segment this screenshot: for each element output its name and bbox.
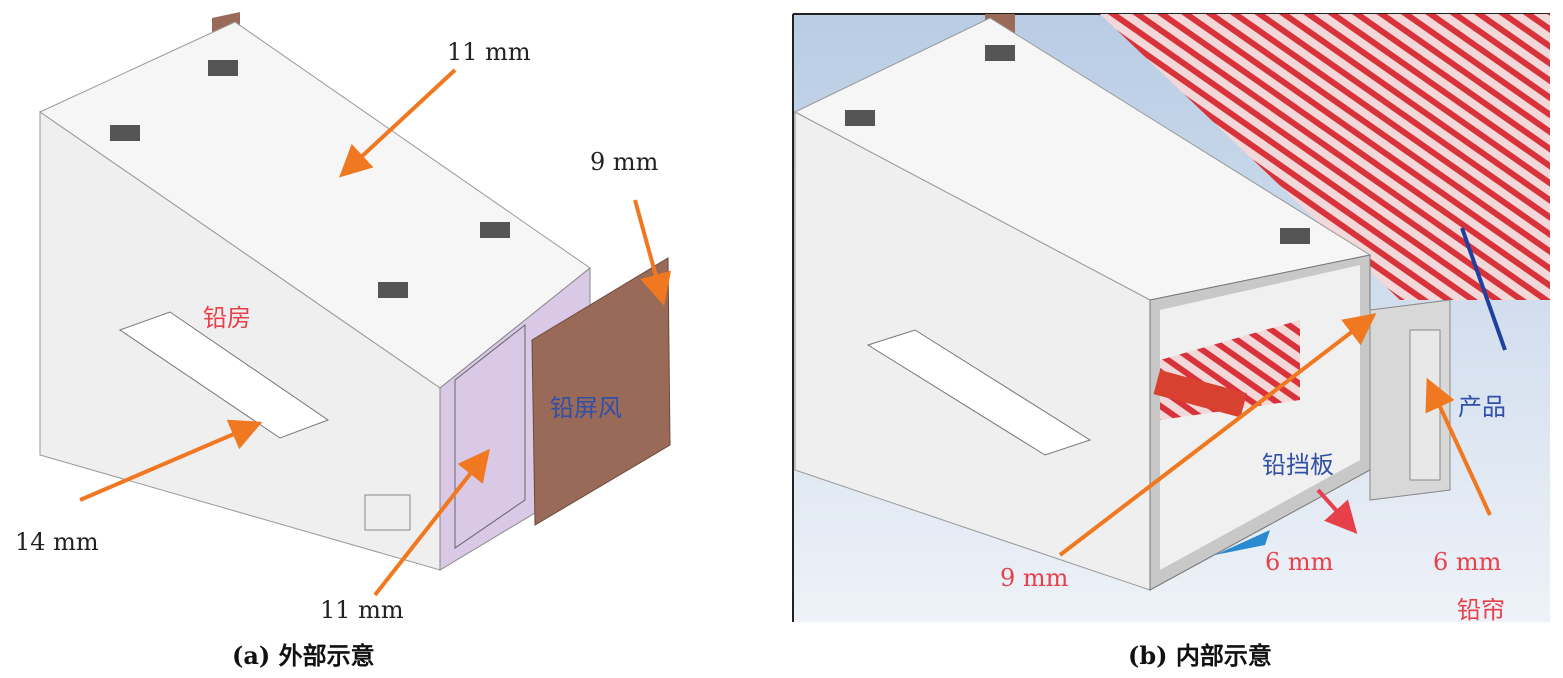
label-baffle-thickness: 6 mm bbox=[1265, 548, 1334, 576]
panel-b-interior bbox=[792, 13, 1550, 622]
label-screen-thickness: 9 mm bbox=[590, 148, 659, 176]
caption-a: (a) 外部示意 bbox=[232, 641, 375, 670]
label-product: 产品 bbox=[1458, 393, 1506, 421]
label-curtain-thickness: 6 mm bbox=[1433, 548, 1502, 576]
label-door-thickness: 11 mm bbox=[320, 596, 404, 624]
label-lead-screen: 铅屏风 bbox=[550, 394, 622, 422]
label-side-thickness: 14 mm bbox=[15, 528, 99, 556]
label-lead-curtain: 铅帘 bbox=[1457, 596, 1505, 624]
label-top-thickness: 11 mm bbox=[447, 38, 531, 66]
label-lead-room: 铅房 bbox=[203, 304, 251, 332]
label-wall-thickness: 9 mm bbox=[1000, 564, 1069, 592]
caption-b: (b) 内部示意 bbox=[1128, 641, 1272, 670]
label-lead-baffle: 铅挡板 bbox=[1262, 451, 1334, 479]
panel-a-exterior bbox=[38, 12, 672, 597]
